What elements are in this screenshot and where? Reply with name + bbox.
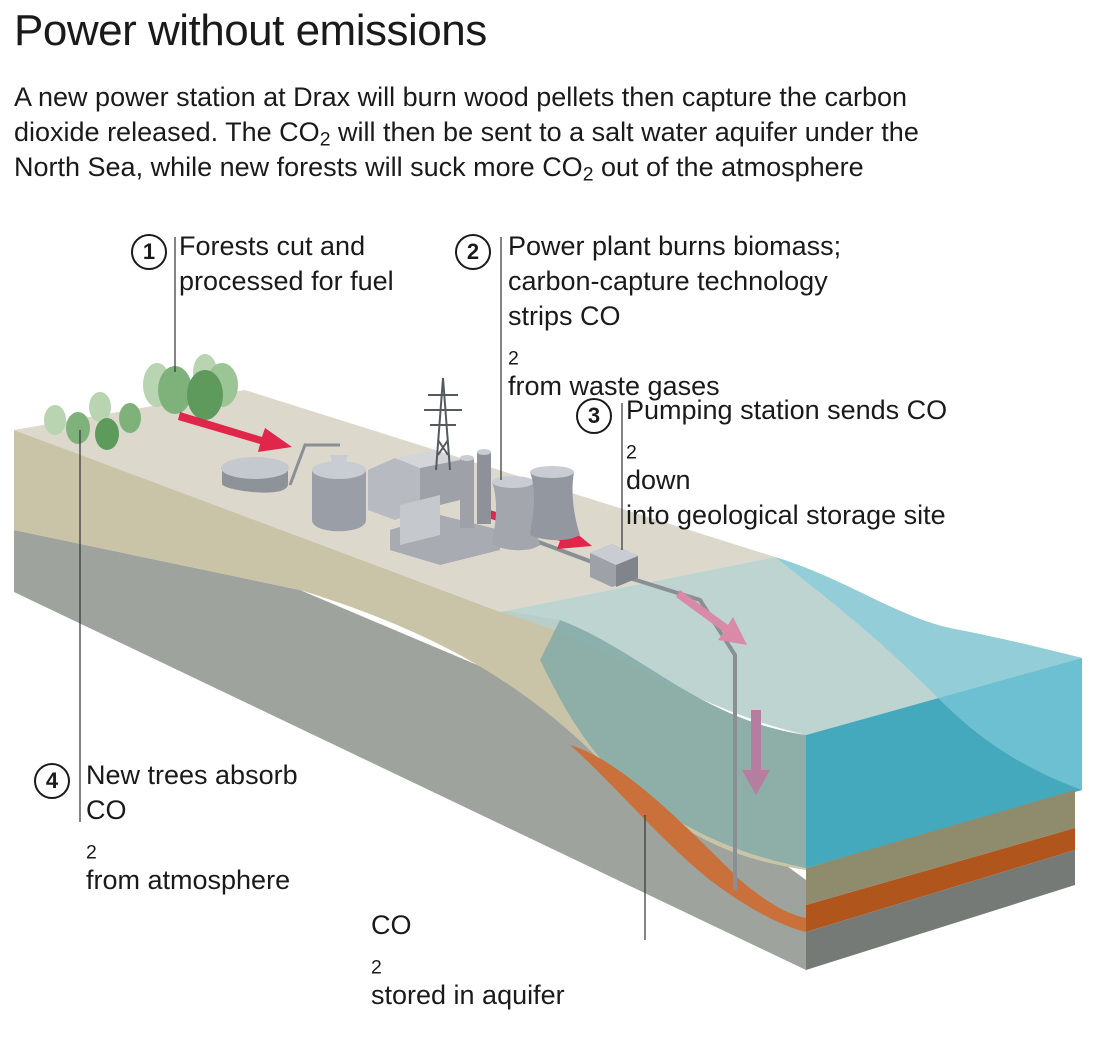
forest-cut [143,354,238,420]
arrow-down-aquifer [742,710,770,795]
intro-text: A new power station at Drax will burn wo… [14,80,1074,185]
intro-line-1: A new power station at Drax will burn wo… [14,82,908,112]
aquifer-front-band [806,828,1075,932]
intro-line-2: dioxide released. The CO2 will then be s… [14,117,919,151]
arrow-pump-down-sea [676,590,747,645]
chimneys [460,449,491,528]
step-label-1: Forests cut and processed for fuel [179,231,394,296]
step-number-3: 3 [576,398,612,434]
step-number-2: 2 [455,234,491,270]
step-number-4: 4 [34,763,70,799]
pylon [424,377,462,471]
bedrock-front [806,850,1075,970]
arrow-forest-to-plant [178,412,292,452]
pumping-station [590,544,638,587]
page-title: Power without emissions [14,6,487,55]
new-trees [44,392,141,450]
cooling-towers [492,466,580,551]
rock-layer-front [14,530,806,970]
processing-silo [288,443,366,532]
intro-line-3: North Sea, while new forests will suck m… [14,152,864,186]
seabed-sediment [806,790,1075,905]
step-number-1: 1 [131,234,167,270]
submerged-slope [540,620,806,868]
step-label-2: Power plant burns biomass; carbon-captur… [508,231,842,401]
storage-tank [221,457,289,493]
aquifer-layer [570,745,806,932]
sea-side-highlight [775,557,1082,790]
